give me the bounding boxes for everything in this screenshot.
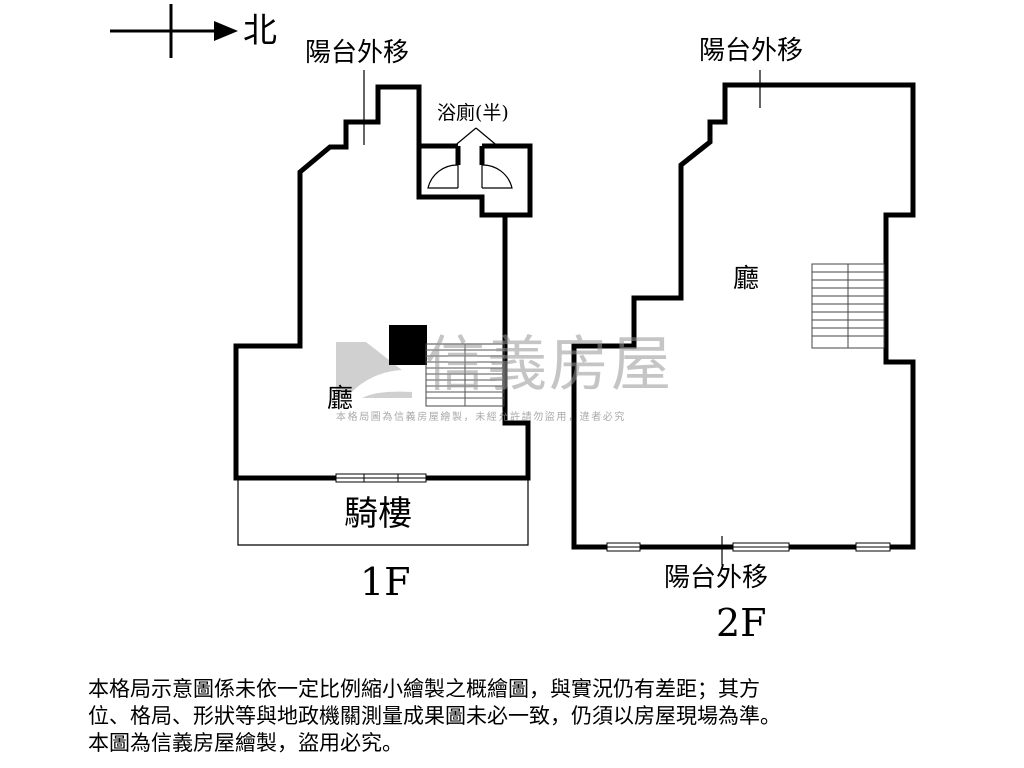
- floor2-hall-label: 廳: [733, 264, 760, 294]
- floor2-stairs-icon: [811, 263, 885, 349]
- floor1-front-window: [335, 473, 427, 483]
- floor1-arcade-label: 騎樓: [344, 494, 412, 534]
- floor1-arcade: [237, 480, 529, 546]
- floor1-stairs-icon: [425, 343, 505, 407]
- floor1-bathroom-wall-right: [482, 143, 533, 218]
- watermark-brand: 信義房屋: [425, 330, 673, 400]
- compass-label: 北: [243, 11, 277, 51]
- floor1-bathroom-label: 浴廁(半): [437, 102, 509, 124]
- floor1-bathroom-door-icon: [427, 164, 513, 189]
- north-arrow-icon: [110, 4, 238, 58]
- disclaimer-line: 本圖為信義房屋繪製，盜用必究。: [88, 731, 403, 755]
- floor2-plan: [571, 70, 916, 565]
- floor2-outer-wall: [571, 82, 916, 550]
- floor1-floor-label: 1F: [360, 560, 411, 604]
- disclaimer: 本格局示意圖係未依一定比例縮小繪製之概繪圖，與實況仍有差距；其方 位、格局、形狀…: [88, 676, 958, 757]
- floor2-windows: [606, 542, 891, 552]
- floor1-hall-label: 廳: [327, 384, 354, 414]
- floor1-outer-wall: [233, 84, 531, 481]
- floor1-plan: [233, 70, 533, 546]
- floor2-balcony-bottom-label: 陽台外移: [664, 563, 769, 593]
- watermark-logo-icon: [336, 342, 412, 398]
- watermark-note: 本格局圖為信義房屋繪製，未經允許請勿盜用，違者必究: [336, 412, 626, 423]
- floor2-balcony-top-label: 陽台外移: [699, 36, 804, 66]
- disclaimer-line: 本格局示意圖係未依一定比例縮小繪製之概繪圖，與實況仍有差距；其方: [88, 677, 760, 701]
- floor1-column: [389, 325, 427, 365]
- floor2-floor-label: 2F: [716, 601, 767, 645]
- floor1-balcony-label: 陽台外移: [305, 38, 410, 68]
- disclaimer-line: 位、格局、形狀等與地政機關測量成果圖未必一致，仍須以房屋現場為準。: [88, 704, 781, 728]
